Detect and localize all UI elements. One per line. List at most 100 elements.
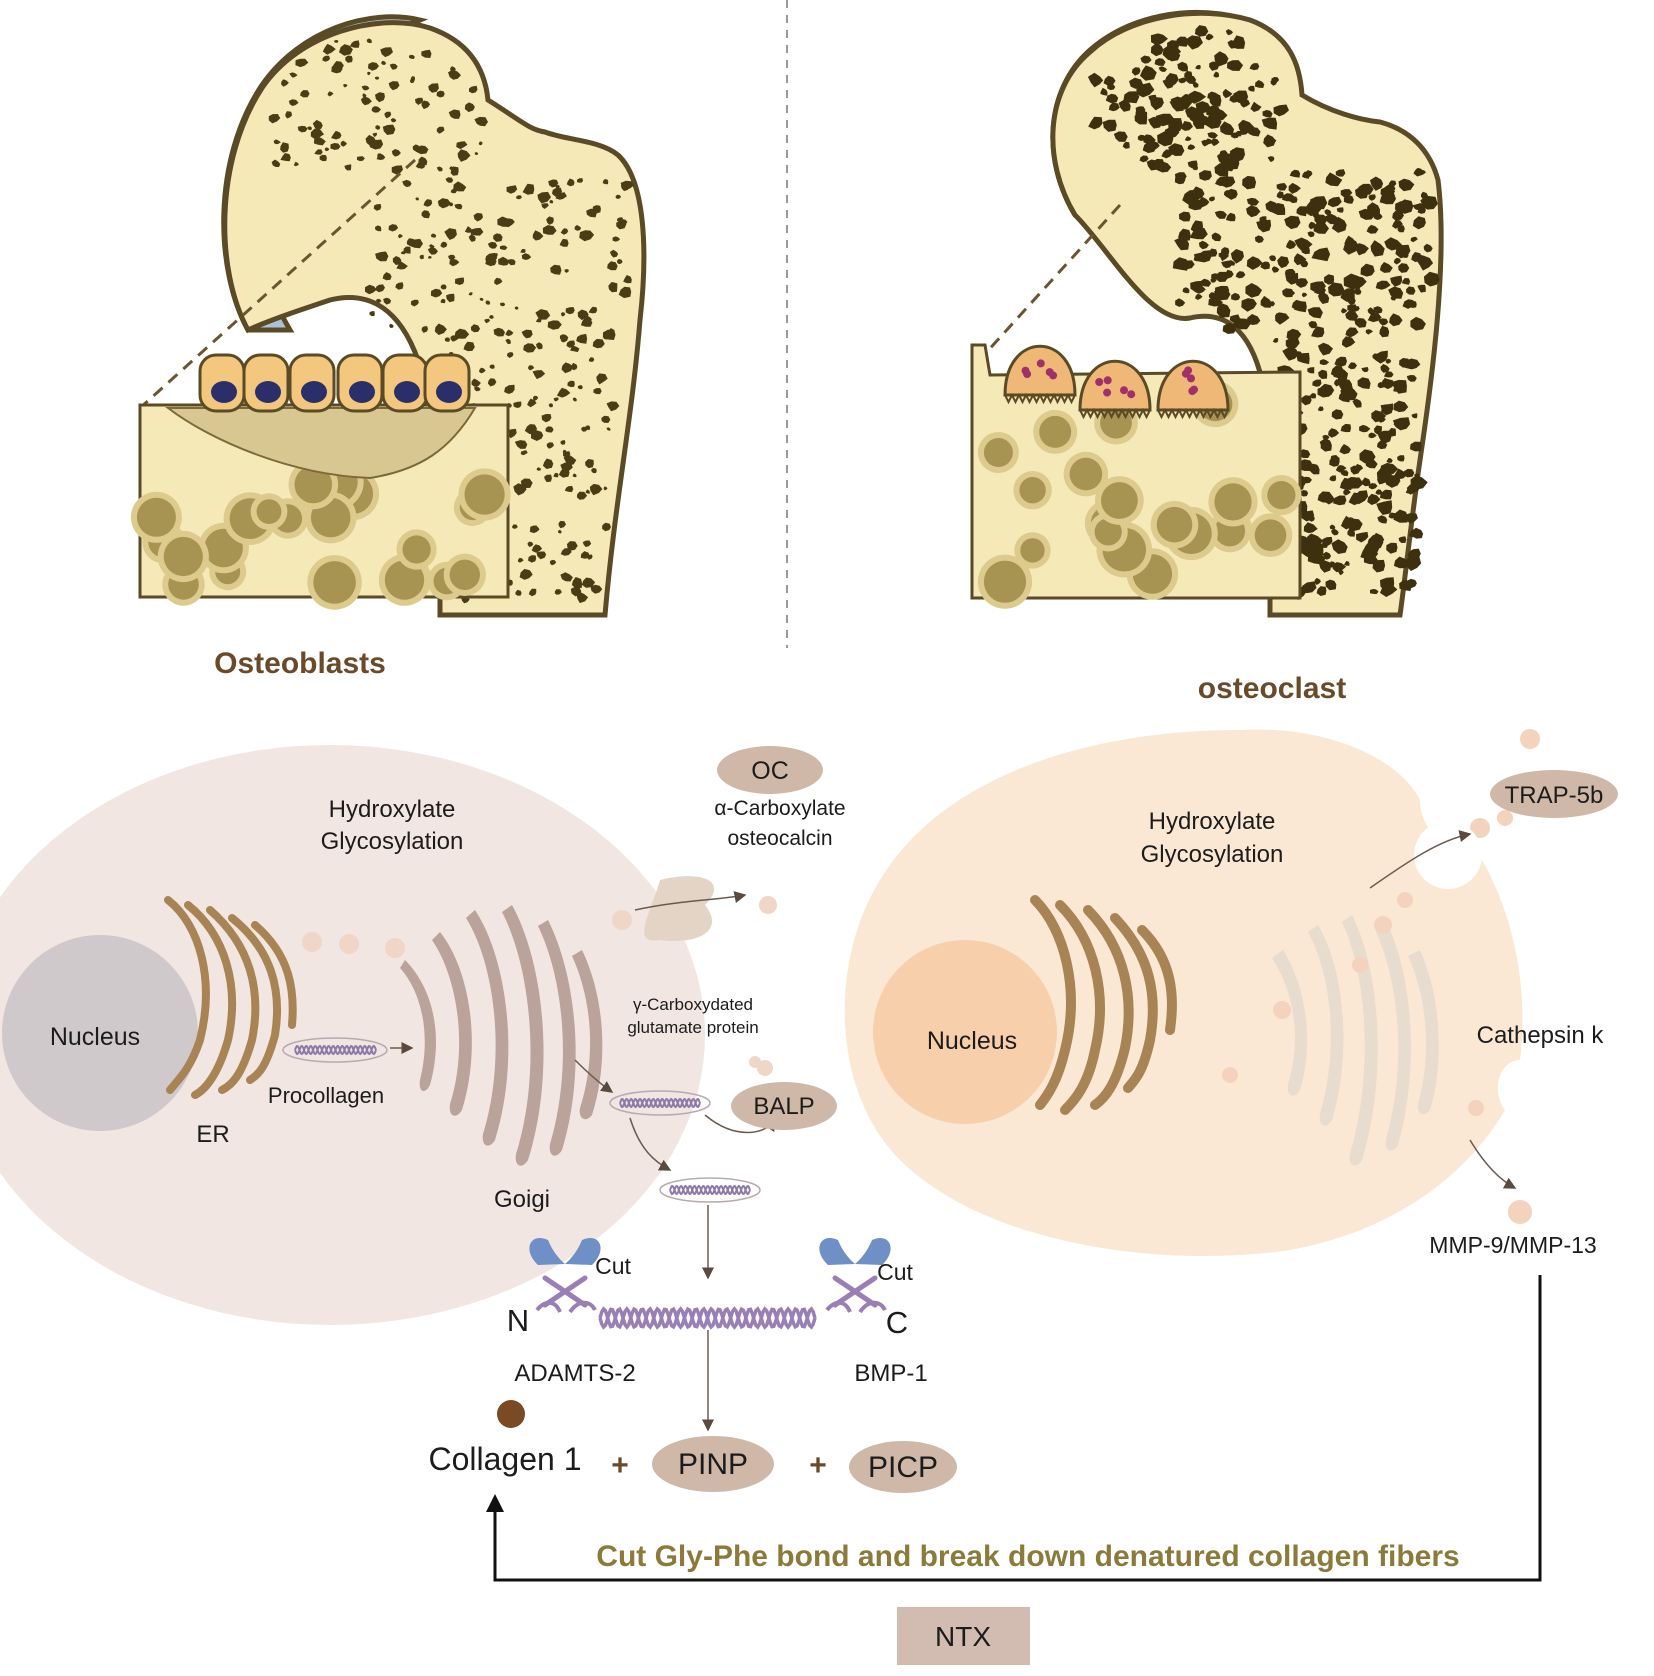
trabecular-pore: [474, 152, 479, 156]
oc-tag: OC: [751, 757, 789, 785]
trabecular-pore: [560, 312, 566, 317]
trabecular-pore: [440, 284, 447, 290]
osteoclast-golgi: [1272, 915, 1439, 1166]
trabecular-pore: [1210, 278, 1217, 283]
trabecular-pore: [1289, 196, 1298, 204]
trabecular-pore: [542, 225, 557, 235]
trabecular-pore: [1354, 318, 1367, 328]
trabecular-pore: [1412, 216, 1426, 230]
trabecular-pore: [546, 216, 554, 225]
trabecular-pore: [1207, 91, 1221, 101]
trabecular-pore: [1354, 464, 1364, 473]
trabecular-pore: [593, 388, 602, 395]
trabecular-pore: [1339, 444, 1351, 455]
trabecular-pore: [517, 557, 524, 563]
trabecular-pore: [416, 145, 429, 155]
trabecular-pore: [334, 40, 339, 43]
trabecular-pore: [1195, 293, 1203, 300]
marrow-space: [1267, 481, 1296, 510]
oc-tag-bg: [717, 746, 823, 794]
trabecular-pore: [1156, 161, 1172, 173]
trabecular-pore: [1293, 253, 1307, 266]
trabecular-pore: [1308, 221, 1316, 230]
marrow-space: [983, 438, 1013, 467]
trabecular-pore: [1249, 63, 1260, 71]
trabecular-pore: [1225, 212, 1236, 222]
trabecular-pore: [369, 139, 384, 150]
trabecular-pore: [1380, 581, 1398, 597]
pinp-tag: PINP: [678, 1448, 748, 1481]
pinp-tag-bg: [652, 1436, 774, 1492]
trabecular-pore: [548, 403, 553, 408]
trabecular-pore: [1392, 287, 1400, 293]
trabecular-pore: [382, 272, 392, 281]
trabecular-pore: [1397, 199, 1414, 214]
trabecular-pore: [1312, 379, 1322, 387]
trabecular-pore: [514, 306, 519, 310]
trabecular-pore: [1209, 196, 1215, 202]
trabecular-pore: [421, 210, 431, 219]
oc-desc-line1: α-Carboxylate: [714, 797, 845, 820]
trabecular-pore: [1406, 375, 1417, 382]
trabecular-pore: [616, 258, 623, 265]
trabecular-pore: [450, 188, 457, 194]
trabecular-pore: [1178, 228, 1191, 242]
trabecular-pore: [1247, 314, 1261, 325]
trabecular-pore: [1288, 182, 1301, 194]
trabecular-pore: [1215, 169, 1221, 175]
trabecular-pore: [536, 551, 547, 560]
trabecular-pore: [1410, 475, 1428, 490]
trabecular-pore: [449, 166, 454, 170]
marrow-space: [1019, 477, 1046, 504]
trabecular-pore: [560, 228, 569, 235]
trabecular-pore: [1105, 93, 1119, 104]
trabecular-pore: [572, 473, 577, 478]
trabecular-pore: [1343, 273, 1362, 289]
trabecular-pore: [1184, 71, 1193, 80]
trabecular-pore: [1358, 208, 1376, 220]
trabecular-pore: [1198, 240, 1209, 250]
trabecular-pore: [1374, 350, 1388, 364]
trabecular-pore: [537, 191, 551, 204]
trabecular-pore: [451, 338, 456, 342]
trabecular-pore: [449, 258, 460, 267]
procollagen-label: Procollagen: [268, 1083, 384, 1108]
trabecular-pore: [418, 156, 428, 166]
trabecular-pore: [531, 430, 544, 441]
trabecular-pore: [576, 178, 583, 183]
trabecular-pore: [380, 47, 393, 58]
osteoblast-nucleus-dot: [349, 381, 375, 403]
trabecular-pore: [488, 378, 497, 387]
trabecular-pore: [1275, 312, 1286, 320]
femur-right: [970, 10, 1444, 618]
trabecular-pore: [553, 472, 559, 478]
marrow-space: [1069, 457, 1103, 491]
trabecular-pore: [1118, 99, 1131, 112]
trabecular-pore: [468, 292, 473, 296]
osteoclast-cell: [1078, 359, 1152, 412]
trabecular-pore: [1166, 50, 1181, 62]
trabecular-pore: [310, 128, 324, 140]
trabecular-pore: [474, 386, 481, 392]
trabecular-pore: [559, 238, 569, 247]
trabecular-pore: [1332, 562, 1347, 573]
osteoblast-golgi: [400, 905, 603, 1166]
trabecular-pore: [1388, 512, 1398, 519]
trabecular-pore: [448, 254, 456, 261]
ruffled-border: [1079, 407, 1151, 420]
trabecular-pore: [487, 241, 498, 249]
trabecular-pore: [1213, 71, 1219, 78]
trabecular-pore: [1187, 90, 1207, 104]
trabecular-pore: [1276, 191, 1284, 199]
trabecular-pore: [295, 58, 309, 68]
trabecular-pore: [376, 153, 386, 160]
trabecular-pore: [1352, 398, 1362, 408]
trabecular-pore: [623, 275, 632, 284]
trabecular-pore: [533, 395, 539, 402]
marrow-space: [1094, 518, 1122, 546]
trabecular-pore: [1233, 318, 1251, 330]
trabecular-pore: [1410, 236, 1418, 243]
cleavage-complex: Cut Cut N C ADAMTS-2 BMP-1: [507, 1238, 928, 1432]
trabecular-pore: [507, 352, 514, 358]
trabecular-pore: [1307, 231, 1315, 238]
